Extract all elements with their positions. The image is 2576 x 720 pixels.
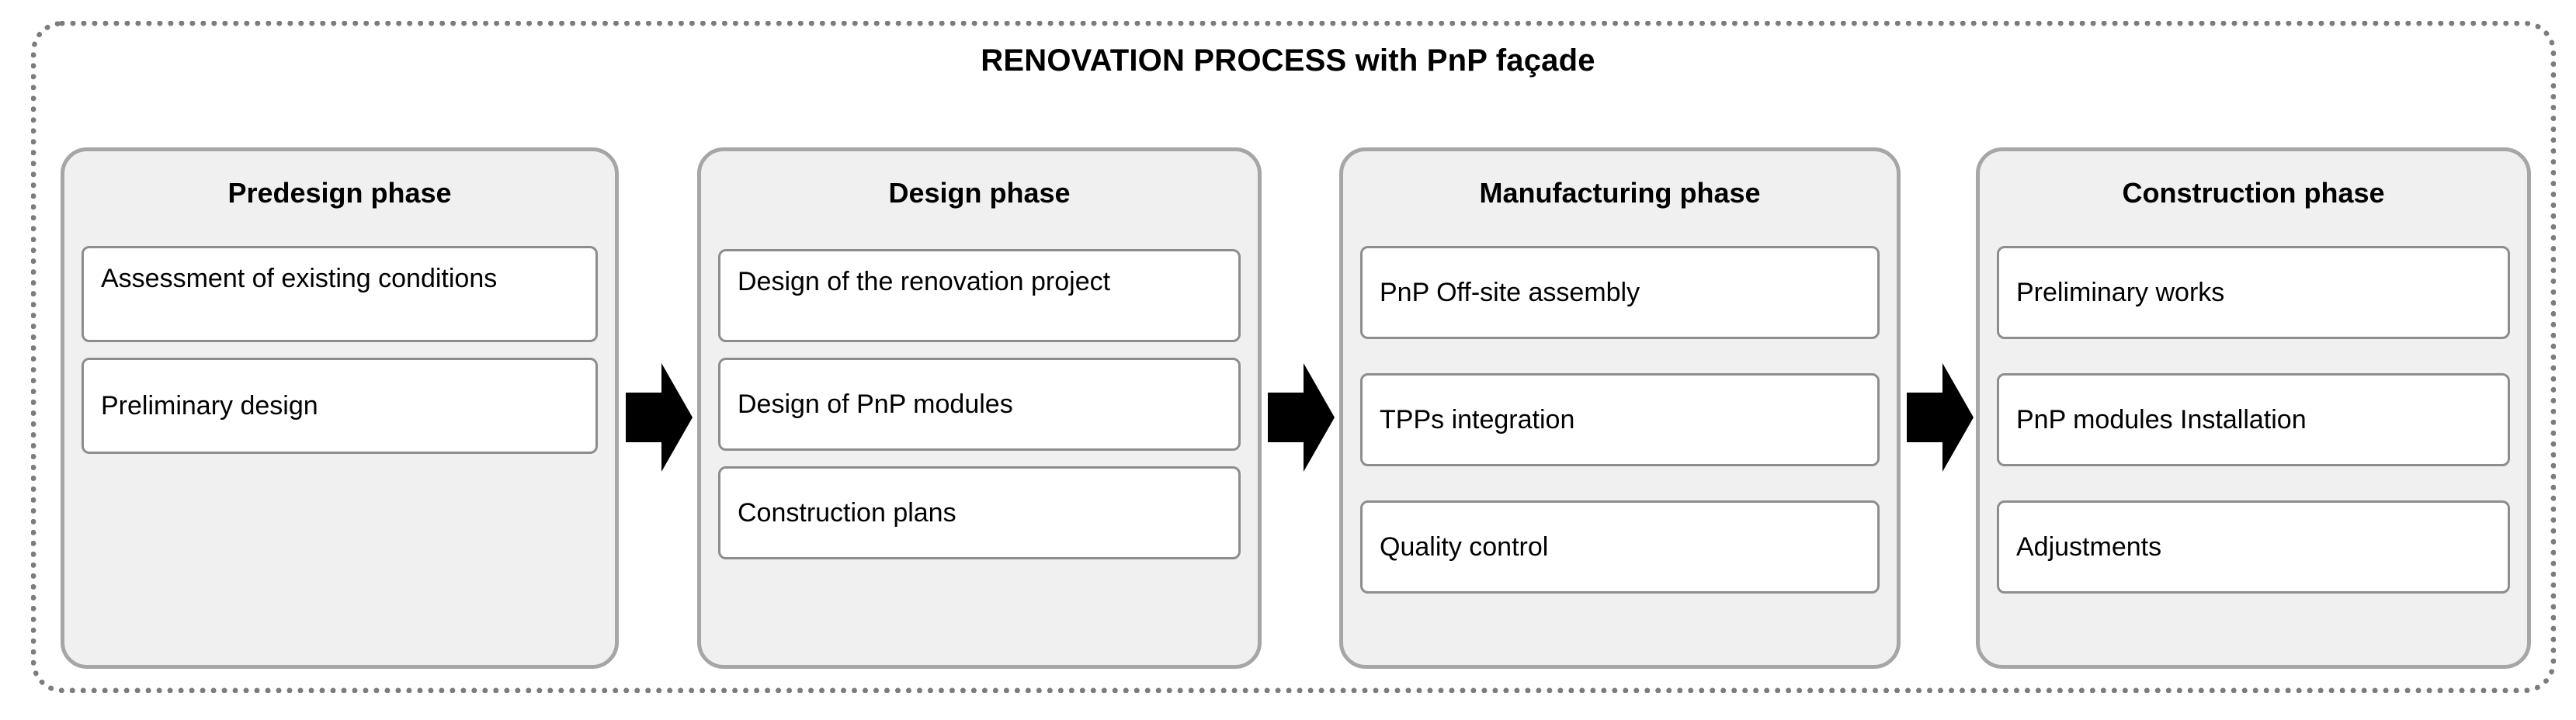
diagram-title: RENOVATION PROCESS with PnP façade bbox=[981, 43, 1595, 78]
phase-item-list-predesign: Assessment of existing conditions Prelim… bbox=[64, 246, 615, 646]
phase-item-label: PnP modules Installation bbox=[2016, 405, 2307, 434]
phase-item-list-construction: Preliminary works PnP modules Installati… bbox=[1980, 246, 2527, 646]
arrow-design-to-manufacturing-icon bbox=[1268, 363, 1335, 472]
arrow-manufacturing-to-construction-icon bbox=[1907, 363, 1974, 472]
phase-item-label: Design of PnP modules bbox=[738, 389, 1013, 419]
phase-title-construction: Construction phase bbox=[2122, 177, 2385, 209]
phase-title-predesign: Predesign phase bbox=[227, 177, 452, 209]
phase-title-manufacturing: Manufacturing phase bbox=[1479, 177, 1761, 209]
phase-item[interactable]: Preliminary works bbox=[1997, 246, 2510, 339]
phase-card-design[interactable]: Design phase Design of the renovation pr… bbox=[697, 147, 1262, 669]
phase-item-label: Preliminary works bbox=[2016, 278, 2225, 307]
phase-card-manufacturing[interactable]: Manufacturing phase PnP Off-site assembl… bbox=[1339, 147, 1901, 669]
phase-item[interactable]: PnP modules Installation bbox=[1997, 373, 2510, 466]
phase-card-predesign[interactable]: Predesign phase Assessment of existing c… bbox=[61, 147, 619, 669]
phase-item[interactable]: Assessment of existing conditions bbox=[82, 246, 598, 342]
phase-item-label: Assessment of existing conditions bbox=[101, 264, 498, 293]
phase-item[interactable]: Adjustments bbox=[1997, 500, 2510, 594]
phase-item[interactable]: Design of the renovation project bbox=[718, 249, 1241, 342]
phase-item-label: Adjustments bbox=[2016, 532, 2162, 562]
phase-item-label: Quality control bbox=[1380, 532, 1549, 562]
phase-card-construction[interactable]: Construction phase Preliminary works PnP… bbox=[1976, 147, 2531, 669]
phase-item-label: PnP Off-site assembly bbox=[1380, 278, 1640, 307]
arrow-predesign-to-design-icon bbox=[626, 363, 693, 472]
phase-item[interactable]: Quality control bbox=[1360, 500, 1880, 594]
phase-item-label: Design of the renovation project bbox=[738, 267, 1111, 296]
phase-item-label: Preliminary design bbox=[101, 391, 318, 421]
phase-title-design: Design phase bbox=[888, 177, 1071, 209]
phase-item[interactable]: Design of PnP modules bbox=[718, 358, 1241, 451]
phase-item-list-design: Design of the renovation project Design … bbox=[701, 249, 1258, 646]
phase-item-list-manufacturing: PnP Off-site assembly TPPs integration Q… bbox=[1343, 246, 1897, 646]
phase-item[interactable]: TPPs integration bbox=[1360, 373, 1880, 466]
phase-item[interactable]: PnP Off-site assembly bbox=[1360, 246, 1880, 339]
phase-item[interactable]: Preliminary design bbox=[82, 358, 598, 454]
phase-item-label: TPPs integration bbox=[1380, 405, 1575, 434]
process-outer-frame bbox=[31, 21, 2556, 693]
phase-item[interactable]: Construction plans bbox=[718, 466, 1241, 559]
phase-item-label: Construction plans bbox=[738, 498, 956, 528]
